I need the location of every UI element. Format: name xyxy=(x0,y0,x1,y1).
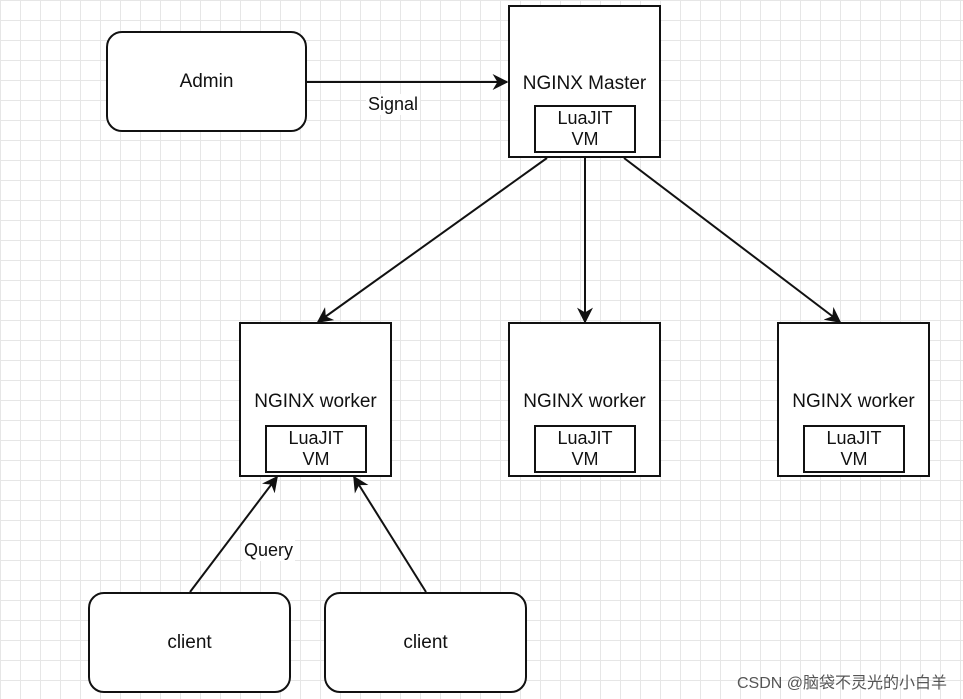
edge-client1-worker xyxy=(189,475,278,593)
edge-master-worker-3 xyxy=(623,157,842,323)
nginx-worker-title-3: NGINX worker xyxy=(792,391,915,412)
nginx-master-title: NGINX Master xyxy=(522,73,647,94)
worker-vm-line2-3: VM xyxy=(840,449,868,469)
worker-luajit-vm-1: LuaJIT VM xyxy=(265,425,367,473)
nginx-worker-title-2: NGINX worker xyxy=(523,391,646,412)
worker-vm-line1-3: LuaJIT xyxy=(826,428,882,448)
query-edge-label: Query xyxy=(242,540,296,561)
client-node-2: client xyxy=(324,592,527,693)
nginx-master-node: NGINX Master LuaJIT VM xyxy=(508,5,661,158)
master-luajit-vm: LuaJIT VM xyxy=(534,105,636,153)
master-vm-line1: LuaJIT xyxy=(557,108,613,128)
master-vm-line2: VM xyxy=(571,129,599,149)
worker-vm-line1-2: LuaJIT xyxy=(557,428,613,448)
worker-vm-line1-1: LuaJIT xyxy=(288,428,344,448)
admin-label: Admin xyxy=(179,70,234,92)
nginx-worker-node-3: NGINX worker LuaJIT VM xyxy=(777,322,930,477)
worker-vm-line2-1: VM xyxy=(302,449,330,469)
admin-node: Admin xyxy=(106,31,307,132)
edge-master-worker-1 xyxy=(316,157,548,323)
nginx-worker-title-1: NGINX worker xyxy=(254,391,377,412)
nginx-worker-node-1: NGINX worker LuaJIT VM xyxy=(239,322,392,477)
signal-edge-label: Signal xyxy=(366,94,421,115)
worker-vm-line2-2: VM xyxy=(571,449,599,469)
client-node-1: client xyxy=(88,592,291,693)
worker-luajit-vm-3: LuaJIT VM xyxy=(803,425,905,473)
edge-client2-worker xyxy=(353,475,427,593)
client-label-2: client xyxy=(403,631,448,653)
client-label-1: client xyxy=(167,631,212,653)
csdn-watermark: CSDN @脑袋不灵光的小白羊 xyxy=(736,675,947,692)
worker-luajit-vm-2: LuaJIT VM xyxy=(534,425,636,473)
nginx-worker-node-2: NGINX worker LuaJIT VM xyxy=(508,322,661,477)
